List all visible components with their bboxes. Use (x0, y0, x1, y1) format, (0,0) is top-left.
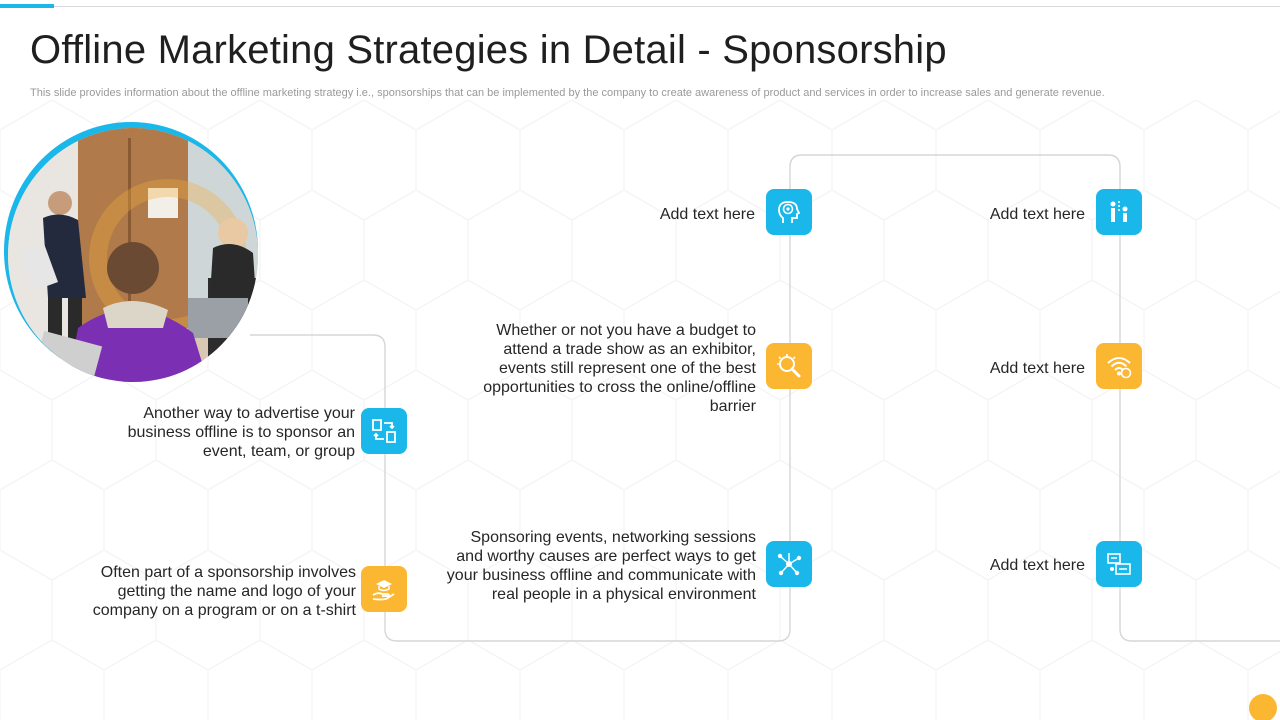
item-text-3: Add text here (659, 206, 755, 223)
network-icon (777, 553, 802, 576)
item-text-2: Often part of a sponsorship involves get… (92, 564, 356, 619)
exchange-boxes-icon (372, 419, 396, 443)
item-icon-box-5 (766, 541, 812, 587)
head-target-icon (778, 201, 801, 223)
item-icon-box-7 (1096, 343, 1142, 389)
top-accent-bar (0, 4, 54, 8)
item-icon-box-4 (766, 343, 812, 389)
presenter-icon (1110, 201, 1128, 222)
item-icon-box-6 (1096, 189, 1142, 235)
item-icon-box-8 (1096, 541, 1142, 587)
photo-image (8, 128, 258, 382)
item-text-8: Add text here (989, 557, 1085, 574)
item-text-5: Sponsoring events, networking sessions a… (446, 529, 756, 603)
item-icon-box-2 (361, 566, 407, 612)
slide-subtitle: This slide provides information about th… (30, 87, 1105, 99)
wifi-icon (1107, 357, 1132, 379)
item-icon-box-1 (361, 408, 407, 454)
item-text-7: Add text here (989, 360, 1085, 377)
graduation-hand-icon (372, 580, 395, 601)
corner-dot (1249, 694, 1277, 720)
slide-title: Offline Marketing Strategies in Detail -… (30, 28, 947, 72)
chat-screens-icon (1107, 553, 1131, 575)
item-text-4: Whether or not you have a budget to atte… (483, 322, 756, 415)
magnifier-icon (777, 354, 801, 378)
meeting-photo (4, 122, 258, 384)
item-text-6: Add text here (989, 206, 1085, 223)
item-icon-box-3 (766, 189, 812, 235)
item-text-1: Another way to advertise your business o… (127, 405, 355, 460)
top-rule (0, 6, 1280, 7)
